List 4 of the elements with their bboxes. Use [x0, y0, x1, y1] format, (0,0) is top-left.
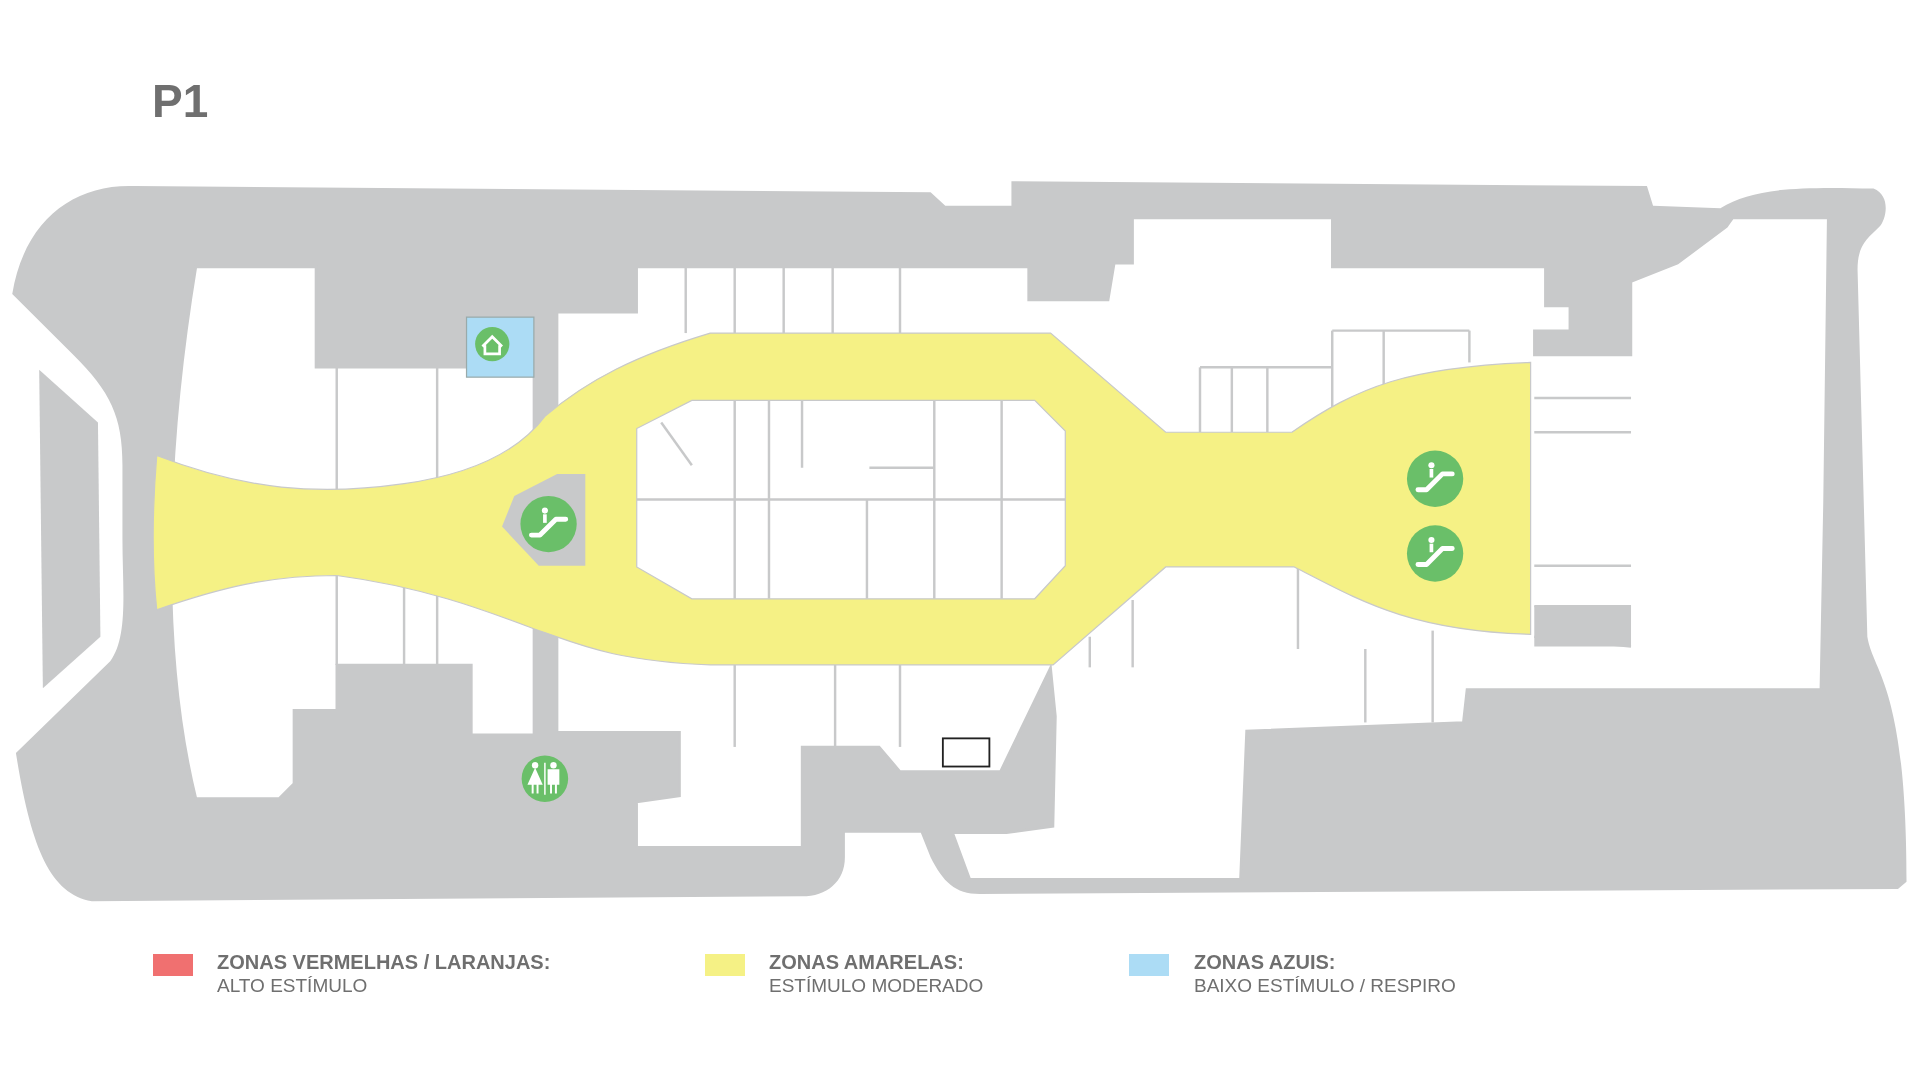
legend-label: ZONAS AZUIS: BAIXO ESTÍMULO / RESPIRO — [1194, 951, 1456, 997]
floor-title: P1 — [152, 74, 209, 128]
legend-label: ZONAS VERMELHAS / LARANJAS: ALTO ESTÍMULO — [217, 951, 551, 997]
legend-label: ZONAS AMARELAS: ESTÍMULO MODERADO — [769, 951, 984, 997]
